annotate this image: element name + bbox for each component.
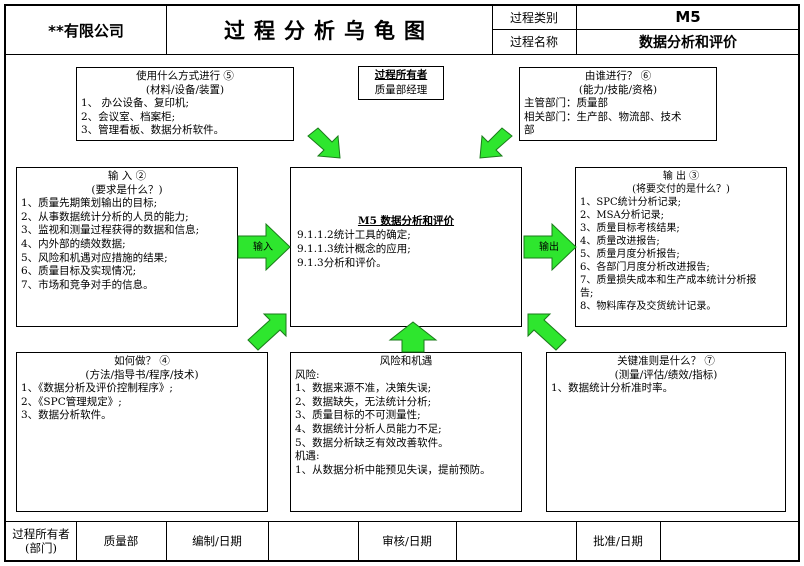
output-item: 7、质量损失成本和生产成本统计分析报 — [580, 275, 757, 286]
footer-col-divider — [166, 521, 167, 562]
how-item: 3、数据分析软件。 — [21, 409, 112, 422]
risk-item: 3、质量目标的不可测量性; — [295, 409, 421, 422]
input-title: 输 入 ② — [107, 170, 147, 182]
input-box: 输 入 ② (要求是什么？) 1、质量先期策划输出的目标; 2、从事数据统计分析… — [16, 167, 238, 327]
with-whom-box: 由谁进行？ ⑥ (能力/技能/资格) 主管部门：质量部 相关部门：生产部、物流部… — [519, 67, 717, 141]
risk-item: 风险: — [295, 368, 320, 381]
process-item: 9.1.1.2统计工具的确定; — [297, 229, 411, 241]
process-name-value: 数据分析和评价 — [639, 34, 737, 51]
footer-prepared-label: 编制/日期 — [192, 534, 242, 548]
how-box: 如何做？ ④ (方法/指导书/程序/技术) 1、《数据分析及评价控制程序》; 2… — [16, 352, 268, 512]
with-whom-item: 部 — [524, 124, 535, 137]
footer-col-divider — [660, 521, 661, 562]
process-owner-box: 过程所有者 质量部经理 — [358, 66, 444, 100]
input-item: 4、内外部的绩效数据; — [21, 237, 126, 250]
page-title: 过程分析乌龟图 — [224, 18, 434, 43]
footer-owner-value: 质量部 — [103, 534, 139, 548]
arrow-from-bottom-right-icon — [527, 313, 567, 351]
header-divider — [4, 54, 800, 55]
arrow-from-top-left-icon — [307, 127, 341, 159]
with-what-box: 使用什么方式进行 ⑤ (材料/设备/装置) 1、 办公设备、复印机; 2、会议室… — [76, 67, 294, 141]
with-what-item: 1、 办公设备、复印机; — [81, 97, 190, 110]
output-item: 6、各部门月度分析改进报告; — [580, 262, 710, 273]
footer-col-divider — [456, 521, 457, 562]
output-title: 输 出 ③ — [662, 171, 700, 182]
output-arrow-icon — [523, 222, 577, 272]
output-item: 4、质量改进报告; — [580, 236, 660, 247]
risk-item: 1、从数据分析中能预见失误，提前预防。 — [295, 463, 491, 476]
sheet-frame — [4, 4, 800, 562]
footer-col-divider — [358, 521, 359, 562]
output-subtitle: (将要交付的是什么？) — [632, 184, 730, 195]
output-item: 2、MSA分析记录; — [580, 210, 665, 221]
process-title: M5 数据分析和评价 — [357, 215, 455, 227]
criteria-title: 关键准则是什么？ ⑦ — [617, 355, 715, 367]
footer-divider — [4, 521, 800, 522]
with-what-subtitle: (材料/设备/装置) — [145, 83, 225, 96]
how-subtitle: (方法/指导书/程序/技术) — [85, 368, 199, 381]
process-name-label: 过程名称 — [509, 35, 558, 49]
risk-title: 风险和机遇 — [379, 355, 433, 367]
arrow-from-top-right-icon — [479, 127, 513, 159]
process-item: 9.1.1.3统计概念的应用; — [297, 243, 411, 255]
header-col-divider-1 — [166, 4, 167, 54]
risk-item: 1、数据来源不准，决策失误; — [295, 382, 432, 395]
criteria-item: 1、数据统计分析准时率。 — [551, 382, 674, 395]
risk-item: 机遇: — [295, 450, 320, 463]
footer-prepared-value — [268, 522, 358, 560]
with-what-item: 2、会议室、档案柜; — [81, 110, 176, 123]
how-title: 如何做？ ④ — [114, 355, 170, 367]
with-whom-item: 主管部门：质量部 — [524, 97, 608, 110]
footer-reviewed-label: 审核/日期 — [382, 534, 432, 548]
input-item: 3、监视和测量过程获得的数据和信息; — [21, 224, 200, 237]
risk-item: 2、数据缺失，无法统计分析; — [295, 395, 432, 408]
input-subtitle: (要求是什么？) — [91, 183, 163, 196]
footer-col-divider — [268, 521, 269, 562]
output-arrow-label: 输出 — [539, 242, 559, 253]
risk-box: 风险和机遇 风险: 1、数据来源不准，决策失误; 2、数据缺失，无法统计分析; … — [290, 352, 522, 512]
footer-col-divider — [76, 521, 77, 562]
output-item: 8、物料库存及交货统计记录。 — [580, 301, 717, 312]
input-item: 7、市场和竞争对手的信息。 — [21, 278, 154, 291]
arrow-from-bottom-icon — [388, 321, 438, 353]
with-what-item: 3、管理看板、数据分析软件。 — [81, 124, 225, 137]
how-item: 2、《SPC管理规定》; — [21, 395, 122, 408]
footer-col-divider — [576, 521, 577, 562]
output-item: 1、SPC统计分析记录; — [580, 197, 681, 208]
output-box: 输 出 ③ (将要交付的是什么？) 1、SPC统计分析记录; 2、MSA分析记录… — [575, 167, 787, 327]
process-type-label: 过程类别 — [509, 10, 558, 25]
how-item: 1、《数据分析及评价控制程序》; — [21, 382, 173, 395]
input-item: 2、从事数据统计分析的人员的能力; — [21, 210, 189, 223]
footer-approved-label: 批准/日期 — [593, 534, 643, 548]
output-item: 5、质量月度分析报告; — [580, 249, 680, 260]
footer-reviewed-value — [456, 522, 576, 560]
input-item: 6、质量目标及实现情况; — [21, 265, 137, 278]
process-item: 9.1.3分析和评价。 — [297, 257, 387, 269]
output-item: 3、质量目标考核结果; — [580, 223, 680, 234]
criteria-subtitle: (测量/评估/绩效/指标) — [614, 368, 718, 381]
header-row-divider — [492, 29, 800, 30]
risk-item: 5、数据分析缺乏有效改善软件。 — [295, 436, 449, 449]
arrow-from-bottom-left-icon — [247, 313, 287, 351]
criteria-box: 关键准则是什么？ ⑦ (测量/评估/绩效/指标) 1、数据统计分析准时率。 — [546, 352, 786, 512]
process-type-value: M5 — [675, 8, 701, 26]
input-item: 1、质量先期策划输出的目标; — [21, 197, 158, 210]
with-whom-item: 相关部门：生产部、物流部、技术 — [524, 110, 682, 123]
input-arrow-label: 输入 — [253, 242, 273, 253]
input-arrow-icon — [237, 222, 291, 272]
footer-owner-label: 过程所有者(部门) — [12, 527, 70, 555]
process-owner-title: 过程所有者 — [374, 69, 428, 81]
footer-approved-value — [660, 522, 798, 560]
process-owner-value: 质量部经理 — [374, 84, 428, 96]
risk-item: 4、数据统计分析人员能力不足; — [295, 422, 442, 435]
process-box: M5 数据分析和评价 9.1.1.2统计工具的确定; 9.1.1.3统计概念的应… — [290, 167, 522, 327]
company-name: **有限公司 — [48, 21, 124, 40]
with-what-title: 使用什么方式进行 ⑤ — [136, 70, 234, 82]
input-item: 5、风险和机遇对应措施的结果; — [21, 251, 168, 264]
with-whom-title: 由谁进行？ ⑥ — [584, 70, 652, 82]
output-item: 告; — [580, 288, 594, 299]
with-whom-subtitle: (能力/技能/资格) — [578, 83, 658, 96]
